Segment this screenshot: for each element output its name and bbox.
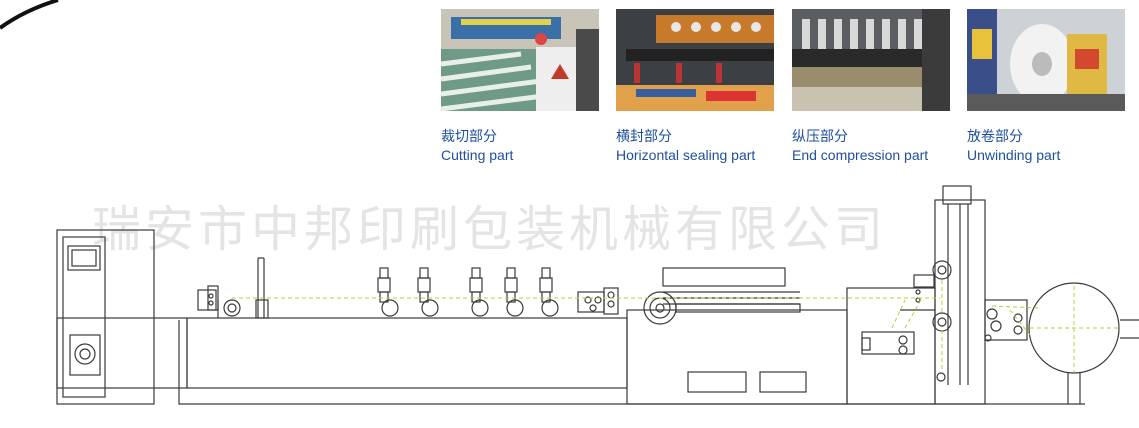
control-cabinet — [56, 229, 155, 405]
output-roller — [74, 343, 96, 365]
machine-bed — [186, 317, 628, 389]
sealing-head-1 — [377, 267, 399, 317]
compression-panel-1 — [687, 371, 747, 393]
cutting-part-caption-en: Cutting part — [441, 147, 514, 163]
horizontal-sealing-part-photo — [616, 9, 774, 111]
unwind-reel — [1028, 282, 1120, 374]
company-watermark: 瑞安市中邦印刷包装机械有限公司 — [92, 201, 888, 258]
web-path — [232, 280, 1118, 372]
end-compression-part-caption-cn: 纵压部分 — [792, 128, 848, 144]
unwinding-part-caption-en: Unwinding part — [967, 147, 1061, 163]
corner-arc-decoration — [0, 0, 59, 30]
end-compression-part-photo — [792, 9, 950, 111]
cutting-part-caption-cn: 裁切部分 — [441, 128, 497, 144]
compression-drum — [643, 291, 677, 325]
unwinding-part-photo — [967, 9, 1125, 111]
cutting-part-photo — [441, 9, 599, 111]
horizontal-sealing-part-caption-cn: 横封部分 — [616, 128, 672, 144]
sealing-head-2 — [417, 267, 439, 317]
unwinding-part-caption-cn: 放卷部分 — [967, 128, 1023, 144]
compression-panel-2 — [759, 371, 807, 393]
sealing-head-4 — [504, 267, 524, 317]
tower-roller-top — [932, 260, 952, 280]
cutting-roller — [223, 299, 241, 317]
sealing-head-5 — [539, 267, 559, 317]
horizontal-sealing-part-caption-en: Horizontal sealing part — [616, 147, 756, 163]
end-compression-part-caption-en: End compression part — [792, 147, 929, 163]
sealing-head-3 — [469, 267, 489, 317]
control-screen — [67, 245, 101, 271]
machine-line-drawing — [56, 185, 1139, 405]
